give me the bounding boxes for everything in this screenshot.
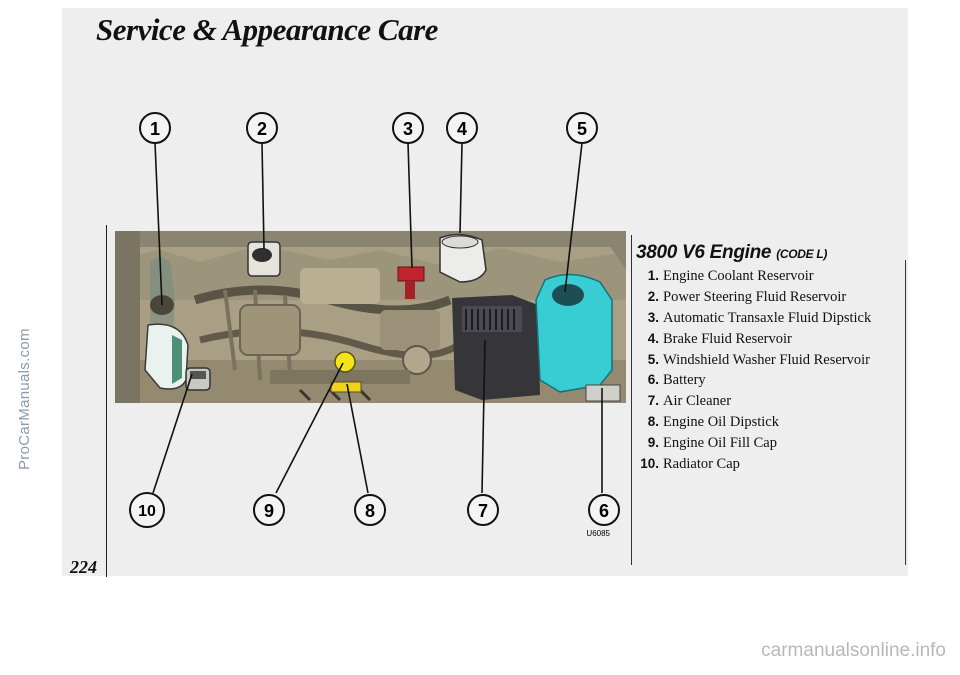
item-label: Battery [663,372,706,389]
item-label: Engine Coolant Reservoir [663,268,814,284]
callout-6: 6 [588,494,620,526]
engine-component-legend: 3800 V6 Engine (CODE L) 1. Engine Coolant… [636,242,898,477]
svg-text:9: 9 [264,501,274,521]
callout-1: 1 [139,112,171,144]
item-label: Windshield Washer Fluid Reservoir [663,351,870,368]
callout-5: 5 [566,112,598,144]
legend-engine-name: 3800 V6 Engine [636,242,772,263]
callout-8: 8 [354,494,386,526]
figure-code: U6085 [586,529,610,538]
list-item: 3.Automatic Transaxle Fluid Dipstick [636,310,898,331]
item-number: 6. [647,372,659,388]
item-label: Air Cleaner [663,393,732,410]
item-number: 3. [647,309,659,325]
svg-text:7: 7 [478,501,488,521]
svg-text:1: 1 [150,119,160,139]
margin-rule-right [905,260,906,565]
item-number: 5. [647,351,659,367]
callout-3: 3 [392,112,424,144]
callouts-top: 1 2 3 4 5 [139,112,598,144]
item-number: 4. [647,330,659,346]
svg-text:4: 4 [457,119,467,139]
list-item: 5.Windshield Washer Fluid Reservoir [636,352,898,373]
item-label: Automatic Transaxle Fluid Dipstick [663,309,872,326]
legend-title: 3800 V6 Engine (CODE L) [636,242,898,264]
svg-text:5: 5 [577,119,587,139]
item-number: 10. [640,456,659,472]
svg-text:8: 8 [365,501,375,521]
callout-7: 7 [467,494,499,526]
list-item: 6.Battery [636,372,898,393]
legend-list: 1. Engine Coolant Reservoir 2.Power Steer… [636,268,898,477]
item-label: Brake Fluid Reservoir [663,330,792,347]
leader-lines [152,142,603,494]
svg-text:3: 3 [403,119,413,139]
bottom-watermark: carmanualsonline.info [761,640,946,661]
list-item: 1. Engine Coolant Reservoir [636,268,898,289]
item-label: Engine Oil Dipstick [663,414,779,431]
item-label: Engine Oil Fill Cap [663,435,777,452]
item-number: 1. [647,268,659,283]
column-rule [631,235,632,565]
side-watermark: ProCarManuals.com [16,328,33,470]
page-number: 224 [70,557,97,577]
item-number: 9. [647,435,659,451]
svg-text:10: 10 [138,503,156,520]
list-item: 10.Radiator Cap [636,456,898,477]
list-item: 4.Brake Fluid Reservoir [636,331,898,352]
engine-bay-photo [115,231,626,403]
item-number: 2. [647,288,659,304]
list-item: 7.Air Cleaner [636,393,898,414]
item-number: 8. [647,414,659,430]
callout-9: 9 [253,494,285,526]
callout-4: 4 [446,112,478,144]
list-item: 2.Power Steering Fluid Reservoir [636,289,898,310]
callout-10: 10 [129,492,165,528]
svg-text:6: 6 [599,501,609,521]
item-number: 7. [647,393,659,409]
list-item: 9.Engine Oil Fill Cap [636,435,898,456]
svg-text:2: 2 [257,119,267,139]
page-title: Service & Appearance Care [96,12,438,47]
callouts-bottom: 10 9 8 7 6 [129,492,620,528]
callout-2: 2 [246,112,278,144]
margin-rule-left [106,225,107,577]
item-label: Power Steering Fluid Reservoir [663,288,847,305]
legend-engine-code: (CODE L) [776,247,828,261]
item-label: Radiator Cap [663,456,740,473]
list-item: 8.Engine Oil Dipstick [636,414,898,435]
